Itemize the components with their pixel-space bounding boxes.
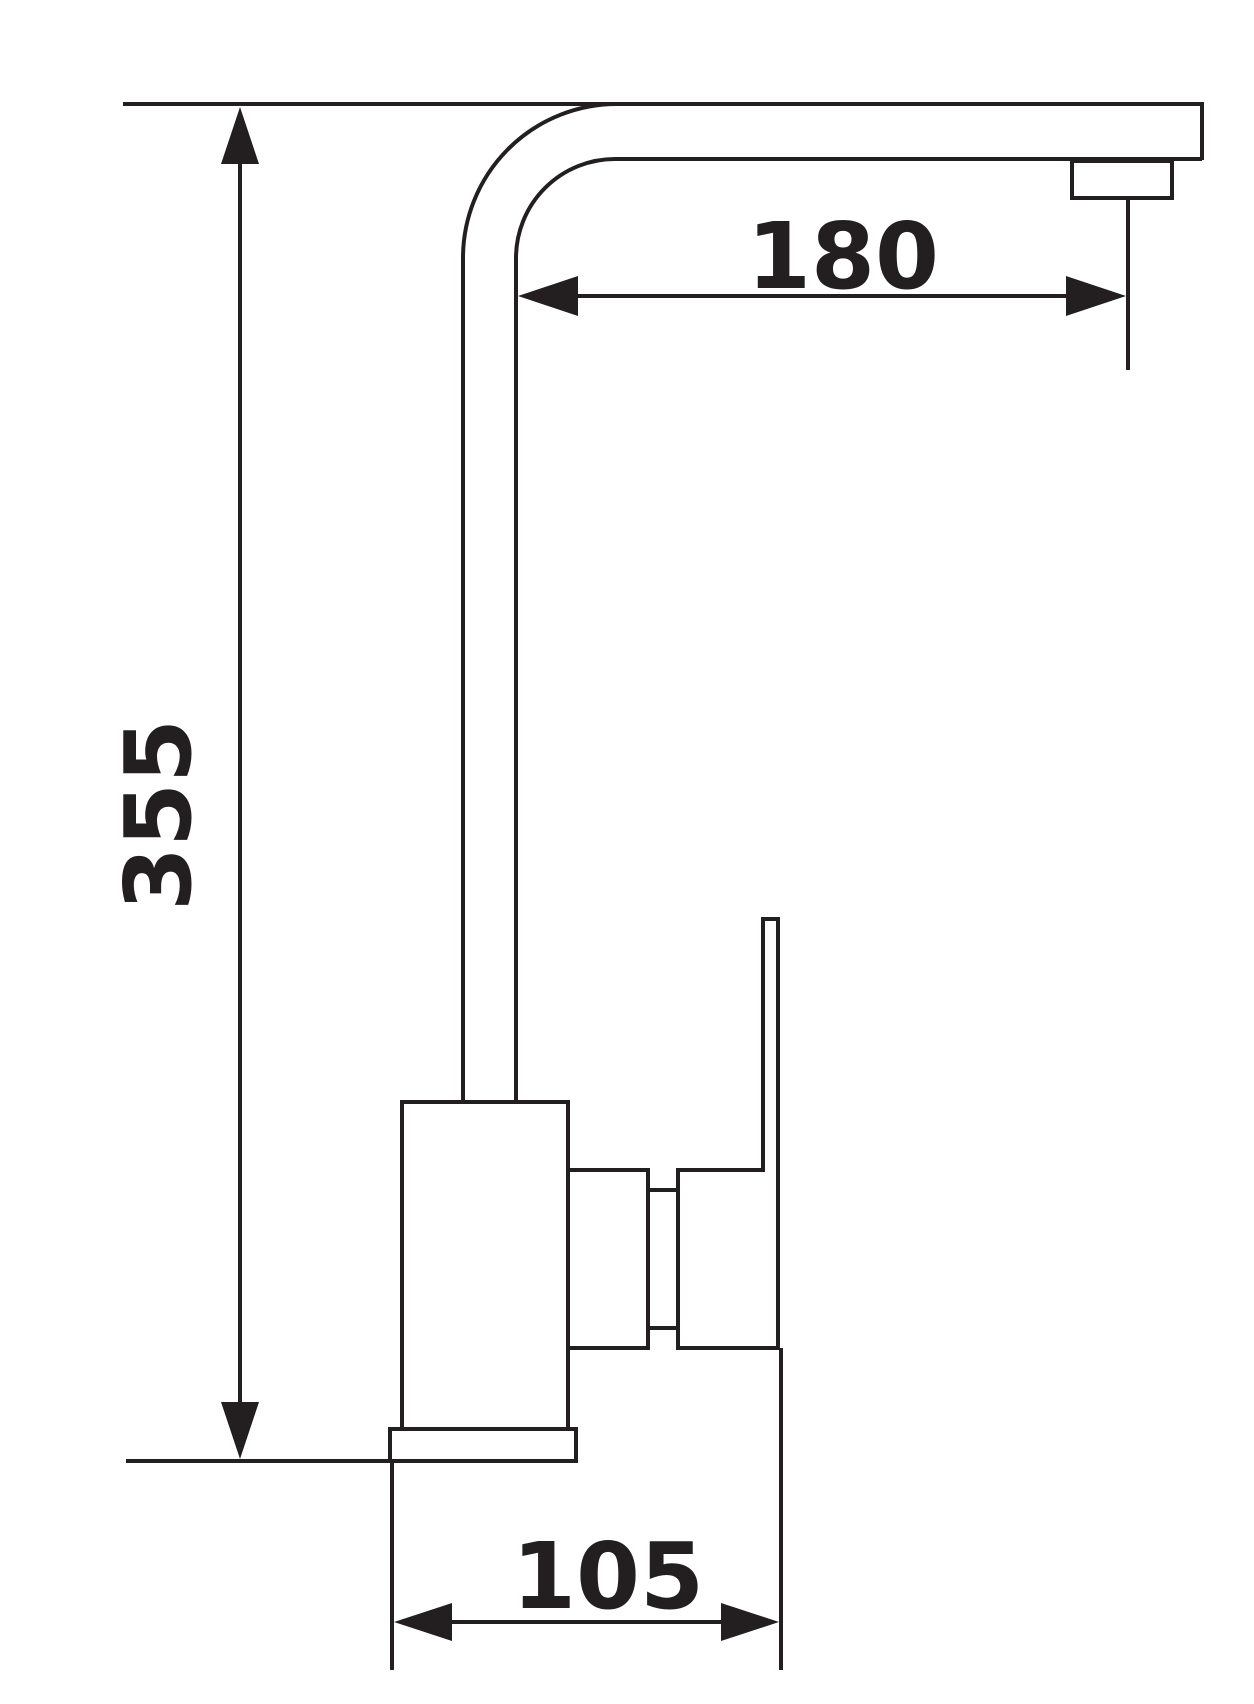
spout-inner-contour: [514, 157, 1202, 1103]
reach-arrow-left: [518, 276, 578, 316]
aerator: [1070, 159, 1174, 200]
dimension-labels: 355 180 105: [105, 203, 939, 1630]
reach-arrow-right: [1066, 276, 1126, 316]
handle-lever: [676, 917, 780, 1350]
handle-connector: [646, 1188, 680, 1330]
reach-dimension-label: 180: [747, 203, 939, 310]
cartridge-housing: [566, 1168, 650, 1350]
base-plate: [388, 1427, 578, 1463]
base-dimension-label: 105: [512, 1523, 704, 1630]
base-arrow-left: [394, 1603, 452, 1641]
height-dimension-label: 355: [105, 719, 212, 911]
height-arrow-top: [221, 107, 259, 164]
faucet-body: [400, 1100, 570, 1431]
dimension-lines: [123, 102, 1130, 1670]
height-arrow-bottom: [221, 1402, 259, 1459]
base-arrow-right: [721, 1603, 779, 1641]
